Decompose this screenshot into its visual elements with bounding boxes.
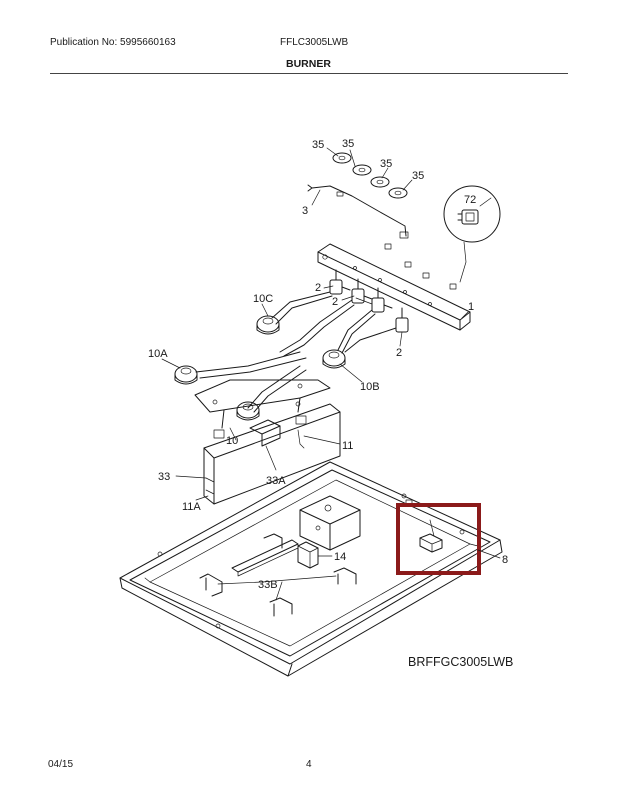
label-11a: 11A — [182, 501, 201, 513]
label-10b: 10B — [360, 381, 380, 393]
label-2-a: 2 — [315, 282, 321, 294]
label-10a: 10A — [148, 348, 168, 360]
burner-gas-tubes — [195, 291, 397, 413]
label-72: 72 — [464, 194, 476, 206]
label-35-d: 35 — [412, 170, 424, 182]
model-number: FFLC3005LWB — [280, 37, 349, 48]
label-2-c: 2 — [396, 347, 402, 359]
label-3: 3 — [302, 205, 308, 217]
label-10: 10 — [226, 435, 238, 447]
label-35-b: 35 — [342, 138, 354, 150]
burner-heads — [174, 315, 346, 421]
label-35-a: 35 — [312, 139, 324, 151]
publication-number: Publication No: 5995660163 — [50, 37, 176, 48]
label-33: 33 — [158, 471, 170, 483]
burner-rail — [203, 403, 341, 505]
burner-valves — [329, 269, 409, 333]
burner-box-pan — [119, 461, 503, 677]
label-35-c: 35 — [380, 158, 392, 170]
label-14: 14 — [334, 551, 346, 563]
reference-code: BRFFGC3005LWB — [408, 655, 513, 669]
label-11: 11 — [342, 440, 353, 452]
label-33b: 33B — [258, 579, 278, 591]
footer-date: 04/15 — [48, 759, 74, 770]
label-8: 8 — [502, 554, 508, 566]
valve-detail-callout — [443, 185, 501, 283]
label-10c: 10C — [253, 293, 273, 305]
highlight-box — [396, 503, 481, 575]
leader-lines — [161, 147, 501, 601]
label-33a: 33A — [266, 475, 286, 487]
header-rule — [50, 73, 568, 74]
burner-support-bracket — [194, 379, 331, 429]
footer-page-number: 4 — [306, 759, 312, 770]
ignition-wire-harness — [307, 184, 409, 239]
knob-washer-group — [332, 152, 408, 199]
manifold-bracket — [317, 243, 471, 331]
label-2-b: 2 — [332, 296, 338, 308]
section-title: BURNER — [286, 58, 331, 70]
label-1: 1 — [468, 301, 474, 313]
